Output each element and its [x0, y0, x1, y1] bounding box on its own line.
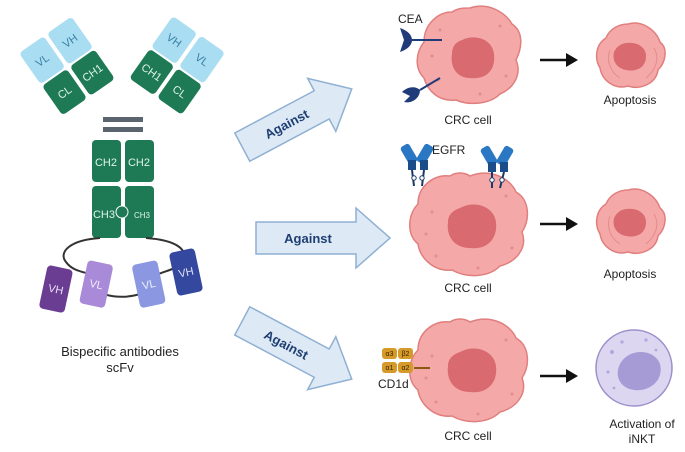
antibody-caption: Bispecific antibodies [61, 344, 179, 359]
membrane-blebs [607, 47, 658, 79]
outcome-arrowhead [566, 217, 578, 231]
left-scfv: VH [39, 265, 73, 313]
vl-domain [79, 260, 113, 308]
egfr-receptor-icon [480, 145, 514, 189]
ch2-label: CH2 [128, 157, 150, 169]
inkt-nucleus [617, 352, 661, 391]
outcome-arrowhead [566, 369, 578, 383]
crc-nucleus [447, 348, 497, 393]
ch2-domain [125, 140, 154, 182]
vl-domain [20, 37, 64, 83]
vh-label: VH [177, 266, 194, 281]
right-scfv: VH [169, 248, 203, 296]
row-egfr: EGFR CRC cell Apoptosis [400, 143, 666, 295]
cell-label: CRC cell [444, 113, 491, 127]
row-cea: CEA CRC cell Apoptosis [398, 5, 666, 127]
cell-label: CRC cell [444, 429, 491, 443]
left-fab-arm: VL VH CL CH1 [20, 18, 114, 114]
antibody-caption-sub: scFv [106, 360, 134, 375]
inkt-granules [606, 338, 658, 390]
membrane-blebs [607, 213, 658, 245]
receptor-label: EGFR [432, 143, 466, 157]
egfr-receptor-icon [400, 143, 434, 187]
vh-domain [48, 18, 92, 64]
vh-domain [152, 17, 196, 63]
cl-domain [43, 70, 86, 114]
vh-domain [39, 265, 73, 313]
knob-into-hole [115, 205, 129, 219]
outcome-label: Activation of [609, 417, 675, 431]
vl-domain [132, 260, 166, 308]
row-cd1d: α3 β2 α1 α2 CD1d CRC cell Activation of … [378, 318, 675, 446]
against-arrow-3: Against [233, 305, 353, 391]
cd1d-domain-label: β2 [402, 351, 410, 358]
cea-receptor-icon [402, 87, 420, 103]
right-fab-arm: VH VL CH1 CL [130, 17, 224, 114]
receptor-label: CD1d [378, 377, 409, 391]
cea-receptor-icon [400, 28, 412, 52]
crc-nucleus [451, 37, 495, 79]
ch1-domain [130, 50, 173, 94]
ch2-domain [92, 140, 121, 182]
bispecific-antibody: VL VH CL CH1 VH VL CH1 CL CH2 CH2 CH3 CH… [20, 17, 224, 375]
left-scfv: VL [79, 260, 113, 308]
vl-label: VL [141, 278, 157, 293]
hinge-bar [103, 117, 143, 122]
cell-granules [424, 194, 514, 270]
outcome-label: Apoptosis [604, 93, 657, 107]
apoptotic-nucleus [613, 208, 646, 237]
ch3-label: CH3 [93, 209, 115, 221]
ch3-label: CH3 [134, 211, 151, 220]
hinge-bar [103, 127, 143, 132]
crc-nucleus [447, 204, 497, 249]
cl-domain [158, 69, 201, 114]
cd1d-domain-label: α2 [402, 365, 410, 372]
ch3-domain [125, 186, 154, 238]
vh-label: VH [47, 283, 64, 298]
ch2-label: CH2 [95, 157, 117, 169]
cell-label: CRC cell [444, 281, 491, 295]
cell-granules [424, 338, 514, 416]
right-scfv: VL [132, 260, 166, 308]
cd1d-receptor-icon: α3 β2 α1 α2 [382, 348, 430, 373]
against-arrow-2: Against [255, 206, 392, 270]
cd1d-domain-label: α1 [386, 365, 394, 372]
against-label: Against [284, 231, 332, 246]
vl-domain [180, 37, 224, 83]
receptor-label: CEA [398, 12, 423, 26]
apoptotic-nucleus [613, 42, 646, 71]
outcome-label: Apoptosis [604, 267, 657, 281]
ch1-domain [71, 50, 114, 95]
vh-domain [169, 248, 203, 296]
cea-receptor-stalk [419, 77, 441, 91]
against-arrow-1: Against [233, 77, 353, 163]
outcome-arrowhead [566, 53, 578, 67]
ch3-domain [92, 186, 121, 238]
vl-label: VL [88, 278, 104, 293]
cd1d-domain-label: α3 [386, 351, 394, 358]
outcome-label-sub: iNKT [629, 432, 656, 446]
